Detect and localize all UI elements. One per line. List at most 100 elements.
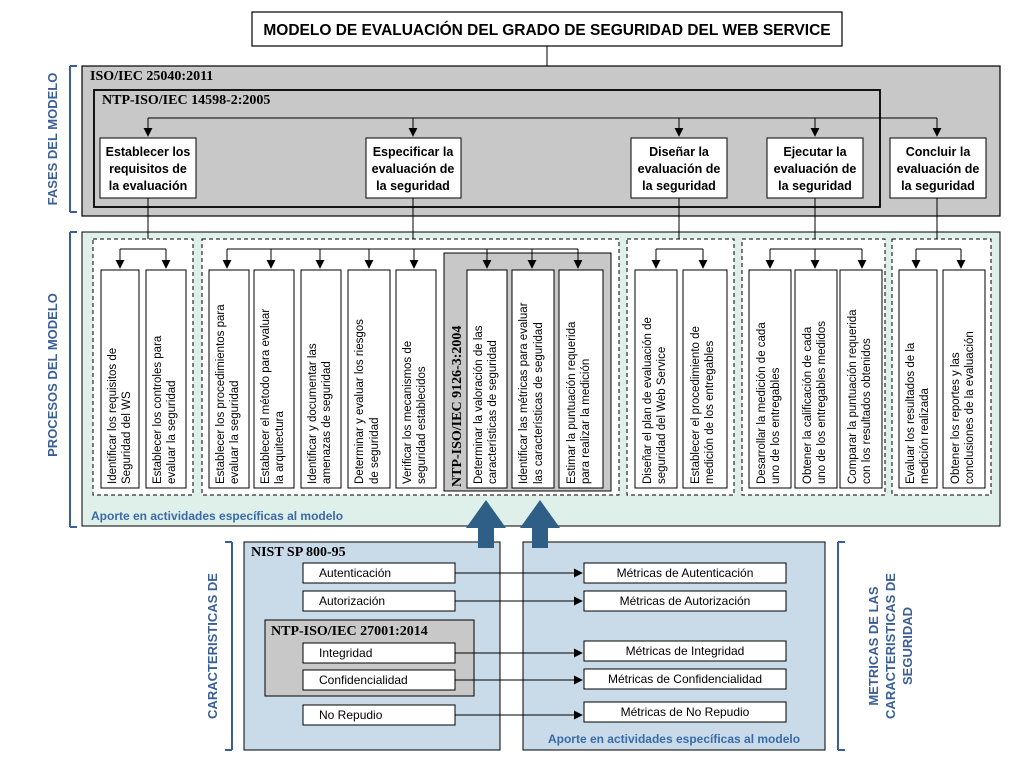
svg-text:amenazas de seguridad: amenazas de seguridad [321,361,333,484]
svg-text:la seguridad: la seguridad [642,179,716,193]
process-disenar-plan: Diseñar el plan de evaluación de segurid… [634,269,678,489]
fases-label: FASES DEL MODELO [45,73,60,206]
svg-text:la seguridad: la seguridad [376,179,450,193]
nist-label: NIST SP 800-95 [251,545,346,560]
characteristic-autenticacion: Autenticación [302,562,456,584]
svg-text:evaluación de: evaluación de [897,162,980,176]
metric-confidencialidad: Métricas de Confidencialidad [583,668,787,690]
caracteristicas-label: CARACTERISTICAS DE [205,573,220,719]
process-evaluar-resultados: Evaluar los resultados de la medición re… [898,269,938,489]
svg-text:Establecer el procedimiento de: Establecer el procedimiento de [690,326,702,484]
processes-footer-note: Aporte en actividades específicas al mod… [91,509,343,523]
svg-text:Evaluar los resultados de la: Evaluar los resultados de la [905,342,917,484]
process-identificar-metricas: Identificar las métricas para evaluar la… [511,269,555,489]
svg-text:conclusiones de la evaluación: conclusiones de la evaluación [964,331,976,484]
process-establecer-metodo: Establecer el método para evaluar la arq… [253,269,295,489]
svg-text:Establecer el método para eval: Establecer el método para evaluar [260,309,272,484]
ntp27001-label: NTP-ISO/IEC 27001:2014 [271,624,428,639]
process-estimar-puntuacion: Estimar la puntuación requerida para rea… [558,269,604,489]
svg-text:la evaluación: la evaluación [109,179,188,193]
svg-text:Autorización: Autorización [319,594,385,608]
svg-text:la seguridad: la seguridad [901,179,975,193]
svg-text:de seguridad: de seguridad [369,418,381,485]
phase-concluir: Concluir la evaluación de la seguridad [889,137,987,199]
svg-text:Desarrollar la medición de cad: Desarrollar la medición de cada [756,322,768,484]
characteristic-no-repudio: No Repudio [302,704,456,726]
metric-integridad: Métricas de Integridad [583,640,787,662]
svg-text:Establecer los procedimientos: Establecer los procedimientos para [215,304,227,484]
svg-text:No Repudio: No Repudio [319,708,383,722]
process-desarrollar-medicion: Desarrollar la medición de cada uno de l… [748,269,792,489]
svg-text:requisitos de: requisitos de [109,162,187,176]
svg-text:medición realizada: medición realizada [919,388,931,484]
svg-text:Seguridad del WS: Seguridad del WS [121,391,133,484]
metricas-label-2: CARACTERISTICAS DE [883,573,898,719]
svg-text:Establecer los: Establecer los [106,145,191,159]
svg-text:uno de los entregables medid: uno de los entregables medidos [816,321,828,484]
svg-text:Integridad: Integridad [319,646,372,660]
blue-up-arrow-2 [520,500,560,548]
svg-text:la seguridad: la seguridad [778,179,852,193]
process-determinar-riesgos: Determinar y evaluar los riesgos de segu… [347,269,391,489]
ntp14598-panel [93,89,881,208]
svg-text:Establecer los controles para: Establecer los controles para [152,335,164,484]
process-comparar-puntuacion: Comparar la puntuación requerida con los… [839,269,883,489]
ntp9126-label: NTP-ISO/IEC 9126-3:2004 [450,326,465,487]
svg-text:Estimar la puntuación requerid: Estimar la puntuación requerida [566,321,578,484]
svg-text:seguridad del Web Service: seguridad del Web Service [656,347,668,484]
svg-text:Diseñar la: Diseñar la [649,145,710,159]
svg-text:Diseñar el plan de evaluación: Diseñar el plan de evaluación de [642,317,654,484]
svg-text:Obtener la calificación de cad: Obtener la calificación de cada [802,326,814,484]
process-identificar-amenazas: Identificar y documentar las amenazas de… [300,269,342,489]
svg-text:Métricas de Confidencialidad: Métricas de Confidencialidad [608,672,762,686]
process-obtener-calificacion: Obtener la calificación de cada uno de l… [794,269,838,489]
svg-text:Identificar los requisitos de: Identificar los requisitos de [107,348,119,484]
characteristic-autorizacion: Autorización [302,590,456,612]
svg-text:Autenticación: Autenticación [319,566,391,580]
blue-up-arrow-1 [466,500,506,548]
svg-text:evaluar la seguridad: evaluar la seguridad [229,380,241,484]
svg-text:Determinar y evaluar los riesg: Determinar y evaluar los riesgos [354,319,366,484]
svg-text:Especificar la: Especificar la [373,145,455,159]
svg-text:la arquitectura: la arquitectura [274,411,286,484]
procesos-label: PROCESOS DEL MODELO [45,293,60,457]
metricas-label-3: SEGURIDAD [900,607,915,685]
svg-text:Verificar los mecanismos de: Verificar los mecanismos de [402,341,414,484]
svg-text:Métricas de Autorización: Métricas de Autorización [620,594,751,608]
svg-text:Métricas de Integridad: Métricas de Integridad [626,644,745,658]
iso25040-label: ISO/IEC 25040:2011 [90,69,213,84]
phase-ejecutar: Ejecutar la evaluación de la seguridad [766,137,864,199]
svg-text:evaluar la seguridad: evaluar la seguridad [166,380,178,484]
svg-text:las características de seguri: las características de seguridad [533,322,545,484]
phase-disenar: Diseñar la evaluación de la seguridad [630,137,728,199]
svg-text:Métricas de Autenticación: Métricas de Autenticación [617,566,754,580]
svg-text:evaluación de: evaluación de [372,162,455,176]
svg-text:Confidencialidad: Confidencialidad [319,673,408,687]
svg-text:Identificar y documentar las: Identificar y documentar las [307,343,319,484]
process-establecer-controles: Establecer los controles para evaluar la… [145,269,187,489]
phase-especificar: Especificar la evaluación de la segurida… [365,137,462,199]
svg-text:Comparar la puntuación requeri: Comparar la puntuación requerida [847,309,859,484]
process-establecer-procedimiento-medicion: Establecer el procedimiento de medición … [682,269,728,489]
svg-text:evaluación de: evaluación de [774,162,857,176]
svg-text:Ejecutar la: Ejecutar la [783,145,847,159]
characteristic-integridad: Integridad [302,642,456,664]
process-identificar-requisitos: Identificar los requisitos de Seguridad … [100,269,140,489]
metrics-footer-note: Aporte en actividades específicas al mod… [548,732,800,746]
diagram-title: MODELO DE EVALUACIÓN DEL GRADO DE SEGURI… [263,21,830,39]
process-verificar-mecanismos: Verificar los mecanismos de seguridad es… [395,269,437,489]
svg-text:características de seguridad: características de seguridad [487,340,499,484]
process-obtener-reportes: Obtener los reportes y las conclusiones … [942,269,986,489]
metric-autenticacion: Métricas de Autenticación [583,562,787,584]
metric-no-repudio: Métricas de No Repudio [583,701,787,723]
process-establecer-procedimientos: Establecer los procedimientos para evalu… [208,269,250,489]
phase-establecer: Establecer los requisitos de la evaluaci… [99,137,197,199]
svg-text:Determinar la valoración de la: Determinar la valoración de las [473,325,485,484]
ntp14598-label: NTP-ISO/IEC 14598-2:2005 [102,93,270,108]
metric-autorizacion: Métricas de Autorización [583,590,787,612]
characteristic-confidencialidad: Confidencialidad [302,669,456,691]
process-determinar-valoracion: Determinar la valoración de las caracter… [466,269,508,489]
svg-text:uno de los entregables: uno de los entregables [770,367,782,484]
svg-text:para realizar la medición: para realizar la medición [580,359,592,484]
